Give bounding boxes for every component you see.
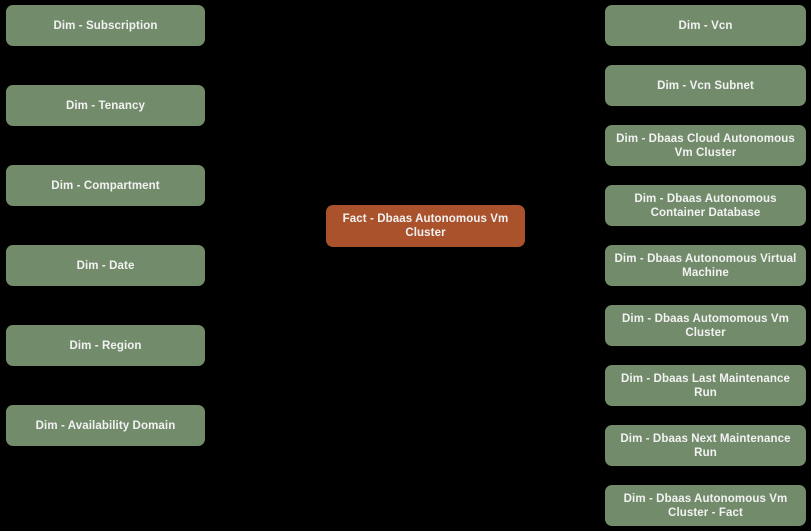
dimension-node-dbaas-cloud-autonomous-vm-cluster[interactable]: Dim - Dbaas Cloud Autonomous Vm Cluster: [605, 125, 806, 166]
dimension-node-vcn[interactable]: Dim - Vcn: [605, 5, 806, 46]
node-label: Dim - Availability Domain: [35, 419, 176, 432]
node-label: Dim - Dbaas Autonomous Container Databas…: [634, 192, 777, 219]
node-label: Dim - Date: [76, 259, 135, 272]
node-label: Dim - Dbaas Autonomous Vm Cluster - Fact: [623, 492, 788, 519]
dimension-node-dbaas-next-maintenance-run[interactable]: Dim - Dbaas Next Maintenance Run: [605, 425, 806, 466]
node-label: Fact - Dbaas Autonomous Vm Cluster: [342, 213, 509, 239]
dimension-node-availability-domain[interactable]: Dim - Availability Domain: [6, 405, 205, 446]
node-label: Dim - Tenancy: [65, 99, 146, 112]
dimension-node-dbaas-automomous-vm-cluster[interactable]: Dim - Dbaas Automomous Vm Cluster: [605, 305, 806, 346]
node-label: Dim - Vcn: [678, 19, 733, 32]
node-label: Dim - Dbaas Next Maintenance Run: [620, 432, 791, 459]
dimension-node-tenancy[interactable]: Dim - Tenancy: [6, 85, 205, 126]
dimension-node-compartment[interactable]: Dim - Compartment: [6, 165, 205, 206]
dimension-node-dbaas-autonomous-virtual-machine[interactable]: Dim - Dbaas Autonomous Virtual Machine: [605, 245, 806, 286]
dimension-node-date[interactable]: Dim - Date: [6, 245, 205, 286]
dimension-node-dbaas-last-maintenance-run[interactable]: Dim - Dbaas Last Maintenance Run: [605, 365, 806, 406]
node-label: Dim - Vcn Subnet: [657, 79, 754, 92]
dimension-node-vcn-subnet[interactable]: Dim - Vcn Subnet: [605, 65, 806, 106]
dimension-node-dbaas-autonomous-vm-cluster-fact[interactable]: Dim - Dbaas Autonomous Vm Cluster - Fact: [605, 485, 806, 526]
dimension-node-dbaas-autonomous-container-database[interactable]: Dim - Dbaas Autonomous Container Databas…: [605, 185, 806, 226]
node-label: Dim - Dbaas Autonomous Virtual Machine: [614, 252, 797, 279]
dimension-node-subscription[interactable]: Dim - Subscription: [6, 5, 205, 46]
fact-node-dbaas-autonomous-vm-cluster[interactable]: Fact - Dbaas Autonomous Vm Cluster: [326, 205, 525, 247]
node-label: Dim - Compartment: [51, 179, 160, 192]
node-label: Dim - Dbaas Last Maintenance Run: [621, 372, 790, 399]
node-label: Dim - Region: [69, 339, 142, 352]
dimension-node-region[interactable]: Dim - Region: [6, 325, 205, 366]
node-label: Dim - Subscription: [53, 19, 158, 32]
node-label: Dim - Dbaas Automomous Vm Cluster: [622, 312, 789, 339]
node-label: Dim - Dbaas Cloud Autonomous Vm Cluster: [616, 132, 795, 159]
